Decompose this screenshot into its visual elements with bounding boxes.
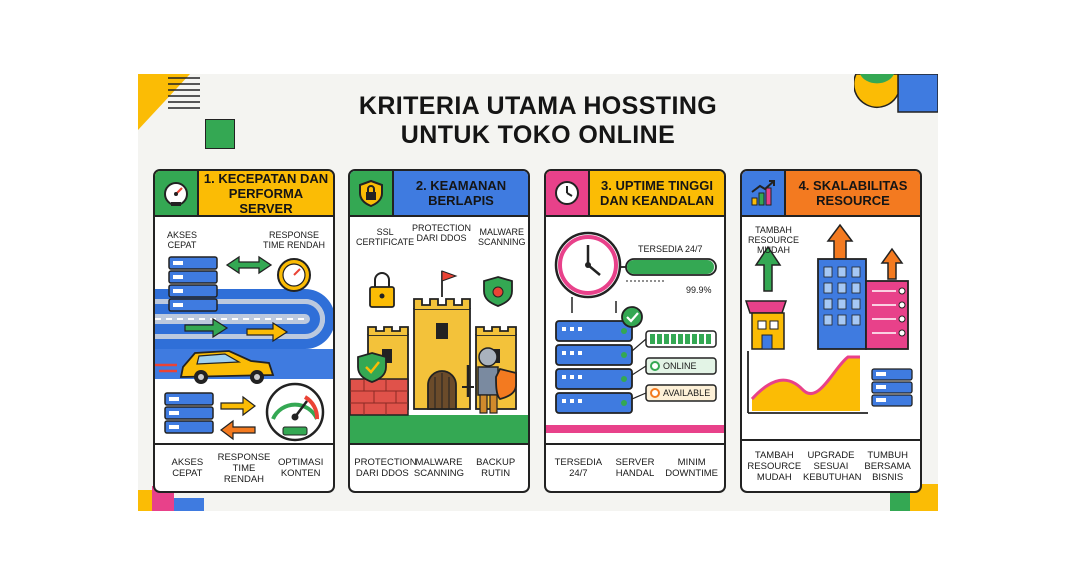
footer-item: TAMBAH RESOURCE MUDAH bbox=[747, 449, 802, 483]
footer-item: MALWARE SCANNING bbox=[413, 457, 465, 479]
card-uptime: 3. UPTIME TINGGI DAN KEANDALAN bbox=[544, 169, 726, 493]
status-available: AVAILABLE bbox=[663, 388, 711, 398]
card-header: 1. KECEPATAN DAN PERFORMA SERVER bbox=[155, 171, 333, 217]
card-footer: PROTECTION DARI DDOS MALWARE SCANNING BA… bbox=[350, 443, 528, 491]
label-ddos: PROTECTION DARI DDOS bbox=[412, 223, 472, 243]
card-illustration: TERSEDIA 24/7 99.9% ONLINE AVAILABLE bbox=[546, 217, 724, 445]
card-scalability: 4. SKALABILITAS RESOURCE bbox=[740, 169, 922, 493]
corner-decoration-top-left bbox=[138, 74, 200, 130]
speedometer-icon bbox=[155, 171, 199, 215]
clock-icon bbox=[546, 171, 590, 215]
footer-item: UPGRADE SESUAI KEBUTUHAN bbox=[802, 449, 862, 483]
card-title: 3. UPTIME TINGGI DAN KEANDALAN bbox=[599, 178, 715, 208]
card-footer: TAMBAH RESOURCE MUDAH UPGRADE SESUAI KEB… bbox=[742, 439, 920, 491]
footer-item: SERVER HANDAL bbox=[615, 457, 655, 479]
card-title: 4. SKALABILITAS RESOURCE bbox=[798, 178, 908, 208]
card-footer: TERSEDIA 24/7 SERVER HANDAL MINIM DOWNTI… bbox=[546, 443, 724, 491]
card-illustration: TAMBAH RESOURCE MUDAH bbox=[742, 217, 920, 445]
label-ssl: SSL CERTIFICATE bbox=[356, 227, 415, 247]
infographic-poster: KRITERIA UTAMA HOSSTING UNTUK TOKO ONLIN… bbox=[138, 74, 938, 511]
corner-decoration-top-right bbox=[854, 74, 938, 114]
green-square-decoration bbox=[205, 119, 235, 149]
footer-item: RESPONSE TIME RENDAH bbox=[217, 451, 271, 485]
card-title: 1. KECEPATAN DAN PERFORMA SERVER bbox=[203, 170, 329, 216]
footer-item: TUMBUH BERSAMA BISNIS bbox=[864, 449, 911, 483]
card-footer: AKSES CEPAT RESPONSE TIME RENDAH OPTIMAS… bbox=[155, 443, 333, 491]
footer-item: AKSES CEPAT bbox=[171, 457, 204, 479]
corner-decoration-bottom-right bbox=[890, 484, 938, 511]
label-fast-access: AKSES CEPAT bbox=[167, 230, 198, 250]
label-low-response: RESPONSE TIME RENDAH bbox=[263, 230, 326, 250]
status-online: ONLINE bbox=[663, 361, 697, 371]
card-security: 2. KEAMANAN BERLAPIS bbox=[348, 169, 530, 493]
footer-item: OPTIMASI KONTEN bbox=[277, 457, 324, 479]
title-line-1: KRITERIA UTAMA HOSSTING bbox=[358, 92, 718, 120]
uptime-progress-fill bbox=[627, 260, 714, 274]
card-header: 3. UPTIME TINGGI DAN KEANDALAN bbox=[546, 171, 724, 217]
card-header: 4. SKALABILITAS RESOURCE bbox=[742, 171, 920, 217]
footer-item: BACKUP RUTIN bbox=[476, 457, 516, 479]
label-add-resource: TAMBAH RESOURCE MUDAH bbox=[748, 225, 800, 255]
card-illustration: AKSES CEPAT RESPONSE TIME RENDAH bbox=[155, 217, 333, 445]
label-uptime-percent: 99.9% bbox=[686, 285, 712, 295]
page-title: KRITERIA UTAMA HOSSTING UNTUK TOKO ONLIN… bbox=[138, 92, 938, 150]
footer-item: TERSEDIA 24/7 bbox=[554, 457, 603, 479]
card-speed-performance: 1. KECEPATAN DAN PERFORMA SERVER bbox=[153, 169, 335, 493]
footer-item: PROTECTION DARI DDOS bbox=[354, 457, 417, 479]
card-title: 2. KEAMANAN BERLAPIS bbox=[415, 178, 507, 208]
label-malware: MALWARE SCANNING bbox=[478, 227, 526, 247]
label-available-247: TERSEDIA 24/7 bbox=[638, 244, 703, 254]
footer-item: MINIM DOWNTIME bbox=[665, 457, 719, 479]
shield-lock-icon bbox=[350, 171, 394, 215]
card-header: 2. KEAMANAN BERLAPIS bbox=[350, 171, 528, 217]
growth-chart-icon bbox=[742, 171, 786, 215]
card-illustration: SSL CERTIFICATE PROTECTION DARI DDOS MAL… bbox=[350, 217, 528, 445]
title-line-2: UNTUK TOKO ONLINE bbox=[400, 121, 676, 149]
